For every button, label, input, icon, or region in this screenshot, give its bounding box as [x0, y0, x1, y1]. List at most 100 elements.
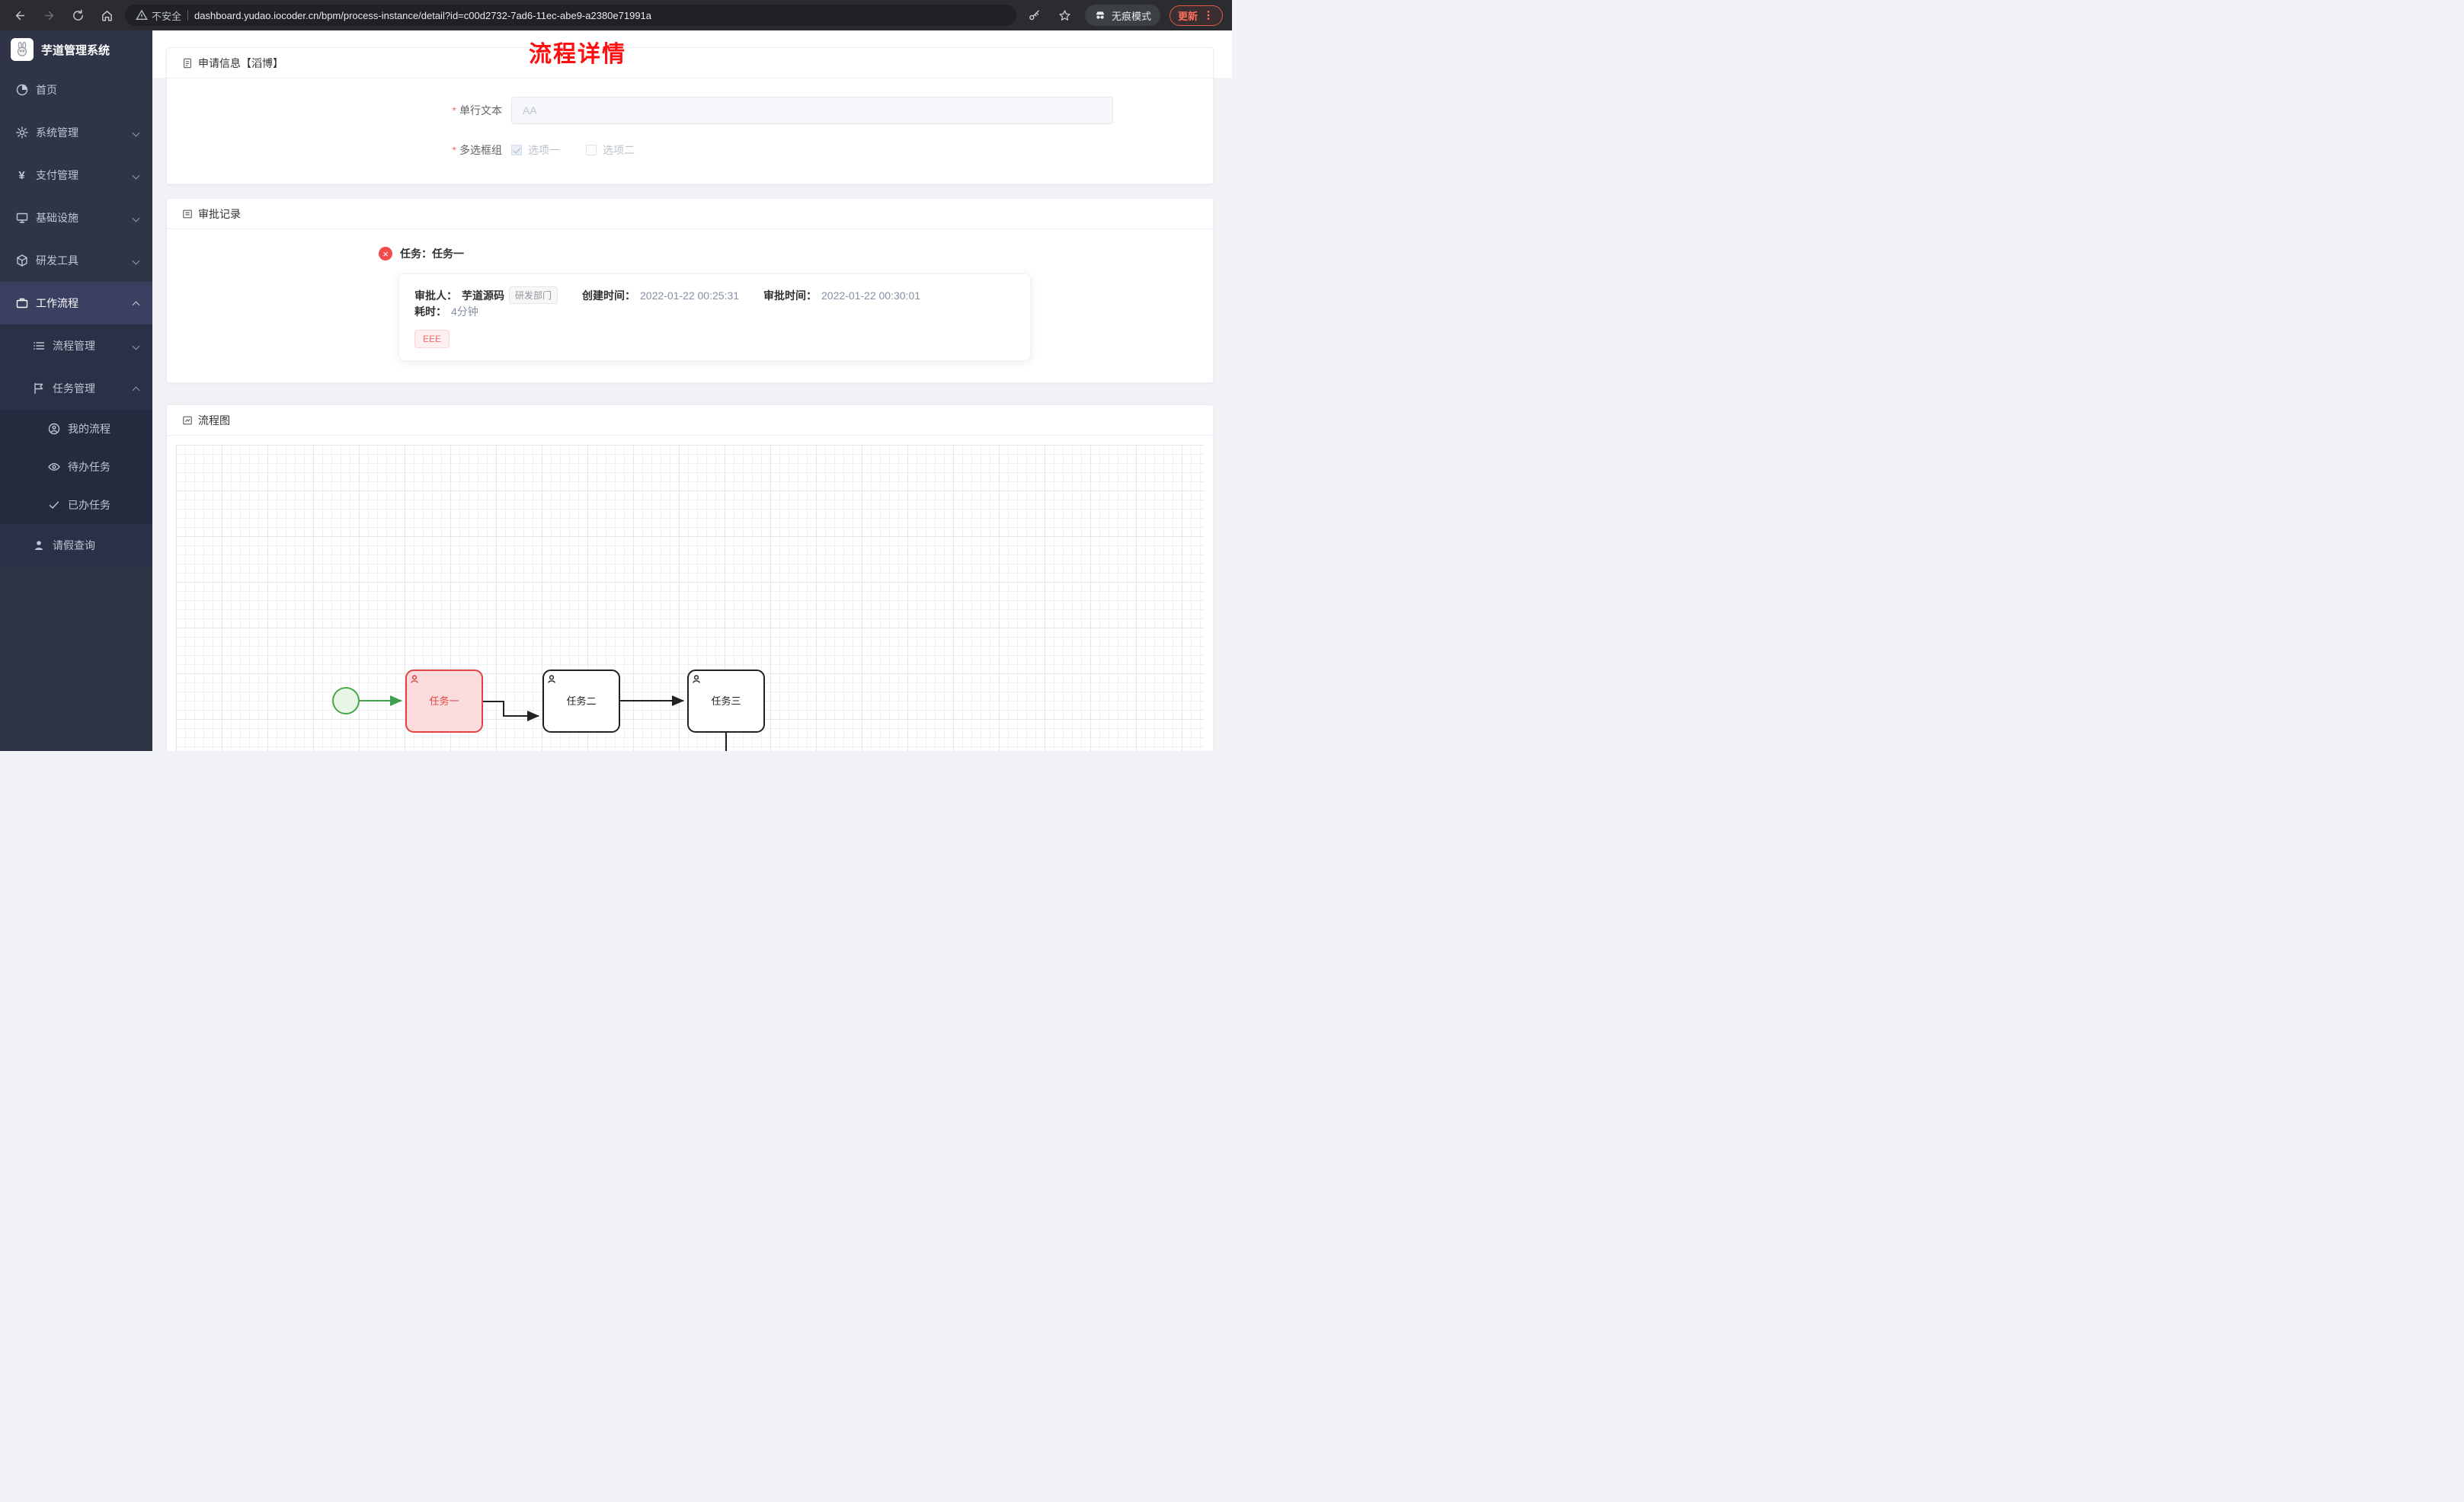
sidebar-item-pending-tasks[interactable]: 待办任务	[0, 448, 152, 486]
process-diagram-card: 流程图	[166, 404, 1214, 751]
chevron-up-icon	[132, 386, 140, 394]
app-title: 芋道管理系统	[41, 43, 110, 57]
sidebar-item-leave-query[interactable]: 请假查询	[0, 524, 152, 567]
checkbox-checked-icon[interactable]	[511, 145, 522, 155]
back-icon[interactable]	[9, 5, 30, 26]
checkbox-group: 选项一 选项二	[511, 142, 635, 158]
yen-icon: ¥	[18, 168, 25, 182]
sidebar-item-payment[interactable]: ¥ 支付管理	[0, 154, 152, 197]
process-diagram-header: 流程图	[167, 405, 1213, 436]
approver-name: 芋道源码	[462, 289, 504, 302]
cube-icon	[15, 254, 28, 267]
url-text: dashboard.yudao.iocoder.cn/bpm/process-i…	[194, 9, 652, 21]
sidebar-item-label: 已办任务	[68, 499, 110, 511]
create-time-value: 2022-01-22 00:25:31	[640, 289, 740, 302]
forward-icon[interactable]	[38, 5, 59, 26]
document-icon	[184, 58, 191, 68]
sidebar-item-label: 流程管理	[53, 340, 95, 352]
bpmn-task-node-2[interactable]: 任务二	[542, 670, 620, 733]
key-icon[interactable]	[1024, 5, 1045, 26]
form-item-checkbox-group: *多选框组 选项一 选项二	[167, 142, 1213, 158]
checkbox-unchecked-icon[interactable]	[586, 145, 597, 155]
checkbox-option-1[interactable]: 选项一	[511, 142, 560, 158]
page-title: 流程详情	[529, 42, 626, 67]
sidebar-item-my-processes[interactable]: 我的流程	[0, 410, 152, 448]
flow-task1-to-task2	[482, 701, 539, 721]
approver-segment: 审批人： 芋道源码 研发部门	[414, 286, 558, 304]
reject-status-icon: ×	[379, 247, 392, 260]
sidebar-item-system[interactable]: 系统管理	[0, 111, 152, 154]
address-bar[interactable]: 不安全 dashboard.yudao.iocoder.cn/bpm/proce…	[125, 5, 1016, 26]
task-node-label: 任务三	[711, 695, 741, 707]
app-logo	[11, 38, 34, 61]
card-header-label: 申请信息【滔博】	[198, 56, 283, 69]
bpmn-task-node-3[interactable]: 任务三	[687, 670, 765, 733]
sidebar-item-label: 支付管理	[36, 169, 78, 181]
sidebar-item-label: 基础设施	[36, 212, 78, 224]
task-node-label: 任务二	[566, 695, 596, 707]
department-tag: 研发部门	[509, 286, 558, 304]
duration-value: 4分钟	[451, 305, 478, 318]
incognito-label: 无痕模式	[1111, 10, 1151, 22]
approval-record-card: 审批记录 × 任务：任务一 审批人： 芋道源码 研发部门	[166, 198, 1214, 383]
list-icon	[32, 340, 45, 353]
sidebar-item-label: 首页	[36, 84, 57, 96]
person-icon	[32, 539, 45, 552]
home-icon[interactable]	[96, 5, 117, 26]
checkbox-label: 选项一	[528, 144, 560, 156]
sidebar-item-label: 任务管理	[53, 382, 95, 395]
card-header-label: 审批记录	[198, 207, 241, 220]
bookmark-star-icon[interactable]	[1054, 5, 1076, 26]
required-mark: *	[452, 104, 456, 117]
refresh-icon[interactable]	[67, 5, 88, 26]
security-warning[interactable]: 不安全	[136, 8, 181, 23]
required-mark: *	[452, 144, 456, 156]
checkbox-group-label: *多选框组	[452, 144, 502, 156]
sidebar-item-devtools[interactable]: 研发工具	[0, 239, 152, 282]
chevron-down-icon	[132, 171, 140, 179]
sidebar-item-done-tasks[interactable]: 已办任务	[0, 486, 152, 524]
eye-icon	[47, 461, 60, 474]
chevron-down-icon	[132, 342, 140, 350]
timeline-item: × 任务：任务一	[379, 246, 1195, 261]
single-line-text-input[interactable]	[511, 97, 1113, 124]
task-submenu: 我的流程 待办任务 已办任务	[0, 410, 152, 524]
dashboard-icon	[15, 84, 28, 97]
sidebar-item-label: 系统管理	[36, 126, 78, 139]
security-label: 不安全	[152, 10, 182, 22]
workflow-submenu: 流程管理 任务管理 我的流程	[0, 324, 152, 567]
person-circle-icon	[47, 423, 60, 436]
start-event-node[interactable]	[332, 687, 360, 714]
incognito-icon	[1096, 11, 1105, 19]
monitor-icon	[15, 212, 28, 225]
app-logo-row[interactable]: 芋道管理系统	[0, 30, 152, 69]
url-divider	[187, 10, 189, 21]
sidebar-item-label: 我的流程	[68, 423, 110, 435]
text-field-label: *单行文本	[452, 104, 502, 117]
bpmn-task-node-1[interactable]: 任务一	[405, 670, 483, 733]
chevron-down-icon	[132, 129, 140, 136]
checkbox-option-2[interactable]: 选项二	[586, 142, 635, 158]
warning-icon	[136, 9, 148, 20]
sidebar-item-workflow[interactable]: 工作流程	[0, 282, 152, 324]
sidebar-item-infrastructure[interactable]: 基础设施	[0, 197, 152, 239]
approval-comment-tag: EEE	[414, 330, 450, 348]
application-info-header: 申请信息【滔博】	[167, 48, 1213, 78]
approve-time-value: 2022-01-22 00:30:01	[821, 289, 921, 302]
approval-record-header: 审批记录	[167, 199, 1213, 229]
incognito-badge[interactable]: 无痕模式	[1084, 5, 1160, 26]
approval-detail-line: 审批人： 芋道源码 研发部门 创建时间： 2022-01-22 00:25:31…	[414, 286, 1015, 319]
sidebar-item-label: 请假查询	[53, 539, 95, 551]
sidebar-item-process-management[interactable]: 流程管理	[0, 324, 152, 367]
briefcase-icon	[15, 297, 28, 310]
chevron-down-icon	[132, 257, 140, 264]
browser-update-button[interactable]: 更新	[1169, 5, 1223, 26]
main-content: 流程详情 申请信息【滔博】 *单行文本	[152, 30, 1232, 751]
sidebar-item-label: 研发工具	[36, 254, 78, 267]
approve-time-segment: 审批时间： 2022-01-22 00:30:01	[763, 289, 921, 302]
checkbox-label: 选项二	[603, 144, 635, 156]
bpmn-canvas[interactable]: 任务一 任务二	[176, 445, 1204, 751]
sidebar-item-task-management[interactable]: 任务管理	[0, 367, 152, 410]
bpmn-diagram: 任务一 任务二	[332, 670, 765, 751]
sidebar-item-home[interactable]: 首页	[0, 69, 152, 111]
